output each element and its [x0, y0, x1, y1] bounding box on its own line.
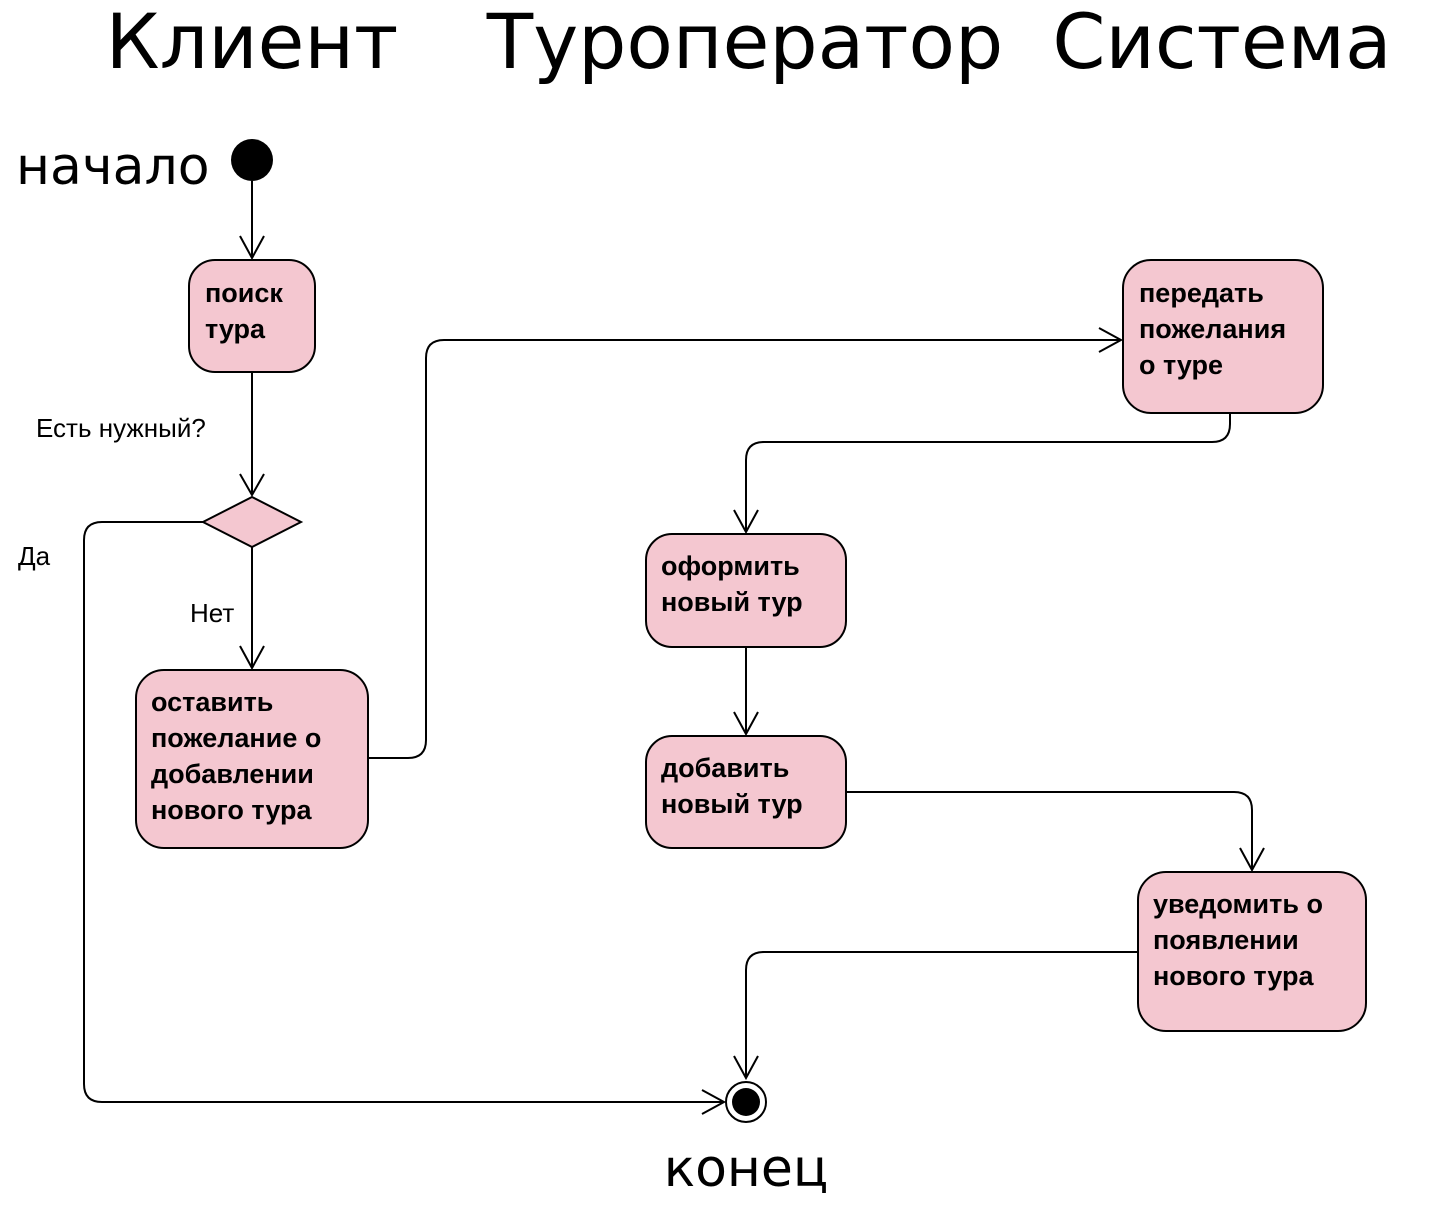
svg-text:оставить пожелание о: оставить пожелание о добавлении нового т…: [151, 687, 329, 825]
arrowhead-icon: [733, 1055, 759, 1081]
arrowhead-icon: [1098, 327, 1124, 353]
arrowhead-icon: [701, 1089, 727, 1115]
decision-node: [200, 495, 304, 549]
node-line: передать: [1139, 278, 1264, 308]
decision-yes-label: Да: [18, 541, 51, 571]
lane-title-tour-operator: Туроператор: [486, 0, 1003, 86]
lane-title-system: Система: [1052, 0, 1391, 86]
arrowhead-icon: [239, 473, 265, 498]
svg-text:передать пожелания: передать пожелания о туре: [1139, 278, 1294, 380]
node-line: поиск: [205, 278, 283, 308]
action-node-leave-wish: оставить пожелание о добавлении нового т…: [135, 669, 369, 849]
decision-no-label: Нет: [190, 598, 234, 628]
edge-pass-wishes-to-create-tour: [745, 413, 1231, 532]
node-line: новый тур: [661, 587, 803, 617]
node-line: новый тур: [661, 789, 803, 819]
svg-text:поиск тура: поиск тура: [205, 278, 290, 344]
node-line: нового тура: [151, 795, 312, 825]
decision-question: Есть нужный?: [36, 413, 206, 443]
arrowhead-icon: [1239, 847, 1265, 873]
start-label: начало: [16, 137, 210, 197]
action-node-add-tour: добавить новый тур: [645, 735, 847, 849]
node-line: уведомить о: [1153, 889, 1323, 919]
edge-yes-to-end: [83, 521, 724, 1103]
svg-text:оформить новый тур: оформить новый тур: [661, 551, 807, 617]
node-line: появлении: [1153, 925, 1299, 955]
arrowhead-icon: [733, 509, 759, 535]
node-line: о туре: [1139, 350, 1223, 380]
arrowhead-icon: [733, 711, 759, 737]
node-line: добавлении: [151, 759, 314, 789]
end-node: [725, 1081, 767, 1123]
start-node: [231, 139, 273, 181]
action-node-pass-wishes: передать пожелания о туре: [1122, 259, 1324, 414]
node-line: тура: [205, 314, 266, 344]
edge-add-tour-to-notify: [846, 791, 1253, 870]
action-node-create-tour: оформить новый тур: [645, 533, 847, 648]
action-node-search-tour: поиск тура: [188, 259, 316, 373]
node-line: оставить: [151, 687, 273, 717]
node-line: пожелания: [1139, 314, 1286, 344]
node-line: пожелание о: [151, 723, 321, 753]
lane-title-client: Клиент: [106, 0, 399, 86]
edge-leave-wish-to-pass-wishes: [368, 339, 1121, 759]
node-line: нового тура: [1153, 961, 1314, 991]
node-line: добавить: [661, 753, 789, 783]
arrowhead-icon: [239, 235, 265, 261]
action-node-notify: уведомить о появлении нового тура: [1137, 871, 1367, 1032]
svg-text:уведомить о появлении: уведомить о появлении нового тура: [1153, 889, 1330, 991]
svg-text:добавить новый тур: добавить новый тур: [661, 753, 803, 819]
node-line: оформить: [661, 551, 800, 581]
end-label: конец: [664, 1139, 829, 1199]
edge-notify-to-end: [745, 951, 1138, 1078]
arrowhead-icon: [239, 645, 265, 671]
